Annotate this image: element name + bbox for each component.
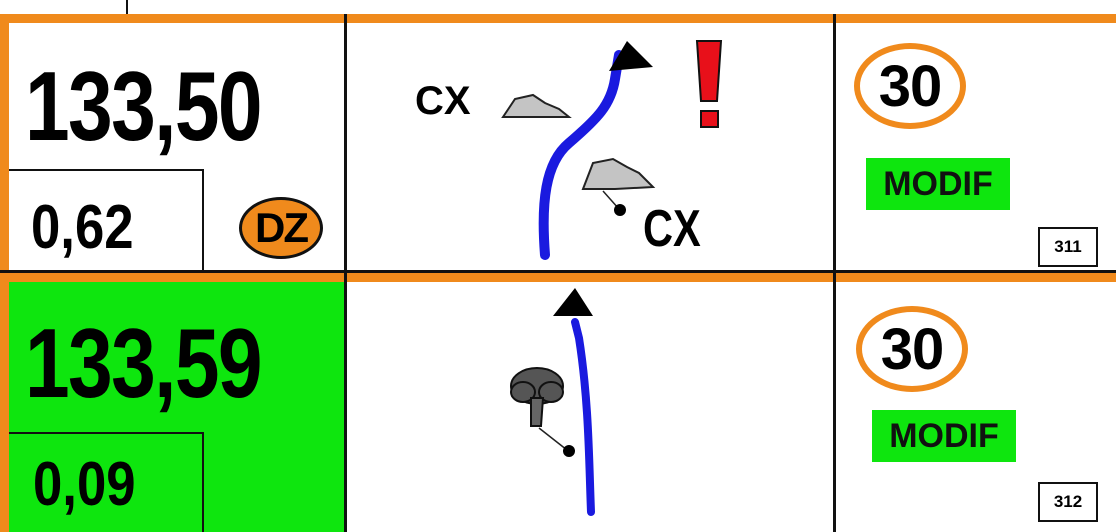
row-2-total-distance: 133,59: [25, 308, 263, 418]
tree-icon: [510, 367, 564, 427]
frame-middle: [0, 272, 1116, 282]
row-1-reference-number: 311: [1038, 227, 1098, 267]
row-2-speed-limit: 30: [856, 306, 968, 392]
frame-top: [0, 14, 1116, 23]
row-1-info-cell: 30 MODIF 311: [836, 23, 1116, 270]
row-2-partial-box: [9, 432, 204, 532]
column-divider-1: [344, 14, 347, 532]
marker-dot-icon: [563, 445, 575, 457]
row-2-modif-badge: MODIF: [872, 410, 1016, 462]
route-arrow-icon: [609, 41, 653, 71]
row-1-dz-badge: DZ: [239, 197, 323, 259]
row-1-cx-label-right: CX: [643, 200, 701, 258]
row-2-diagram-cell: [347, 282, 833, 532]
row-1-total-distance: 133,50: [25, 51, 263, 161]
row-2-reference-number: 312: [1038, 482, 1098, 522]
row-1-speed-limit: 30: [854, 43, 966, 129]
row-1-partial-box: [9, 169, 204, 270]
route-path: [538, 50, 624, 260]
marker-line: [538, 427, 568, 451]
row-divider: [0, 270, 1116, 273]
warning-exclamation-icon: [695, 40, 723, 102]
route-path: [571, 318, 595, 516]
row-2-info-cell: 30 MODIF 312: [836, 282, 1116, 532]
row-1-modif-badge: MODIF: [866, 158, 1010, 210]
row-2-partial-distance: 0,09: [33, 450, 136, 519]
route-arrow-icon: [553, 288, 593, 316]
column-divider-2: [833, 14, 836, 532]
row-2-diagram: [510, 288, 595, 516]
row-1-diagram-cell: CX CX: [347, 23, 833, 270]
top-tick: [126, 0, 128, 14]
rock-icon: [581, 157, 656, 190]
row-2-km-cell: 133,59 0,09: [9, 282, 344, 532]
row-1-partial-distance: 0,62: [31, 193, 134, 262]
rock-icon: [501, 93, 572, 118]
row-1-km-cell: 133,50 0,62 DZ: [9, 23, 344, 270]
row-1-cx-label-left: CX: [415, 79, 471, 123]
marker-dot-icon: [614, 204, 626, 216]
row-1-diagram: [501, 40, 723, 260]
warning-exclamation-dot: [700, 110, 719, 128]
frame-left: [0, 14, 9, 532]
